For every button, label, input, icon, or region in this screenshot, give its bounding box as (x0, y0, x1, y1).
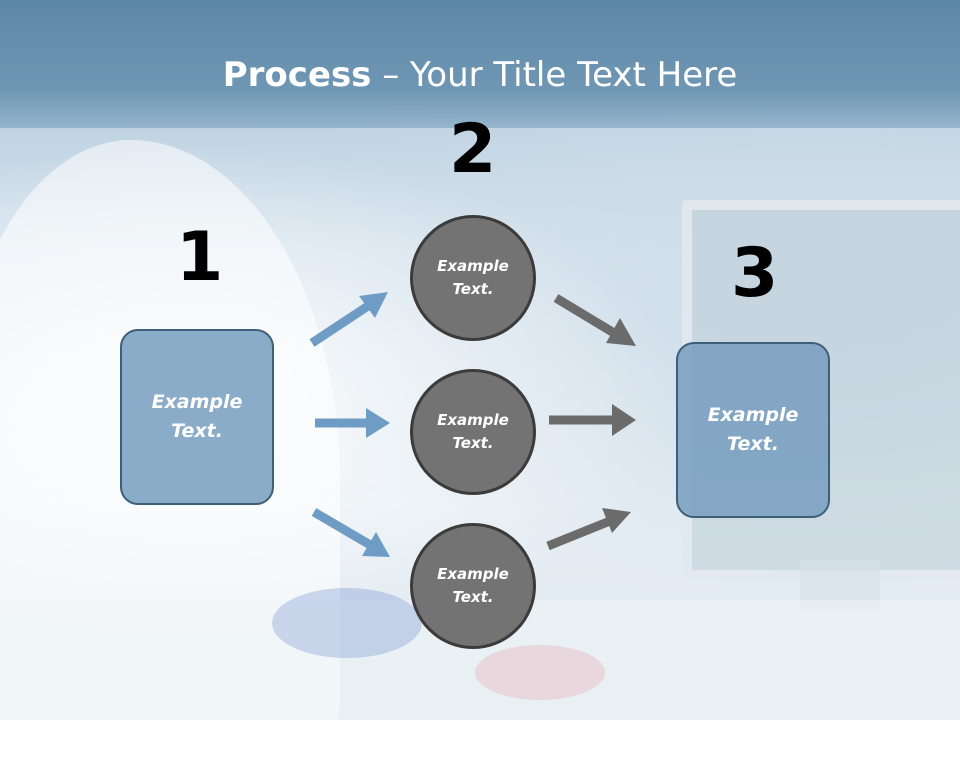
circle-middle-text: Example Text. (437, 411, 509, 452)
background-petri-dish (475, 645, 605, 700)
title-rest: – Your Title Text Here (371, 55, 738, 95)
step-3-box-text: Example Text. (707, 404, 799, 455)
blue-arrow-right (315, 408, 390, 438)
step-1-box-text: Example Text. (151, 391, 243, 442)
slide-title[interactable]: Process – Your Title Text Here (0, 52, 960, 98)
gray-arrow-up (546, 508, 631, 551)
title-band (0, 0, 960, 128)
step-3-box[interactable]: Example Text. (676, 342, 830, 518)
background-petri-dish (272, 588, 422, 658)
blue-arrow-down (311, 508, 390, 557)
step-2-circle-middle[interactable]: Example Text. (410, 369, 536, 495)
title-bold: Process (222, 55, 372, 95)
arrows-layer (309, 292, 636, 557)
step-number-3: 3 (731, 234, 779, 313)
blue-arrow-up (309, 292, 388, 347)
step-number-1: 1 (176, 218, 224, 297)
step-1-box[interactable]: Example Text. (120, 329, 274, 505)
step-number-2: 2 (449, 110, 497, 189)
circle-top-text: Example Text. (437, 257, 509, 298)
step-2-circle-bottom[interactable]: Example Text. (410, 523, 536, 649)
circle-bottom-text: Example Text. (437, 565, 509, 606)
gray-arrow-down (553, 294, 636, 346)
step-2-circle-top[interactable]: Example Text. (410, 215, 536, 341)
gray-arrow-right (549, 404, 636, 436)
